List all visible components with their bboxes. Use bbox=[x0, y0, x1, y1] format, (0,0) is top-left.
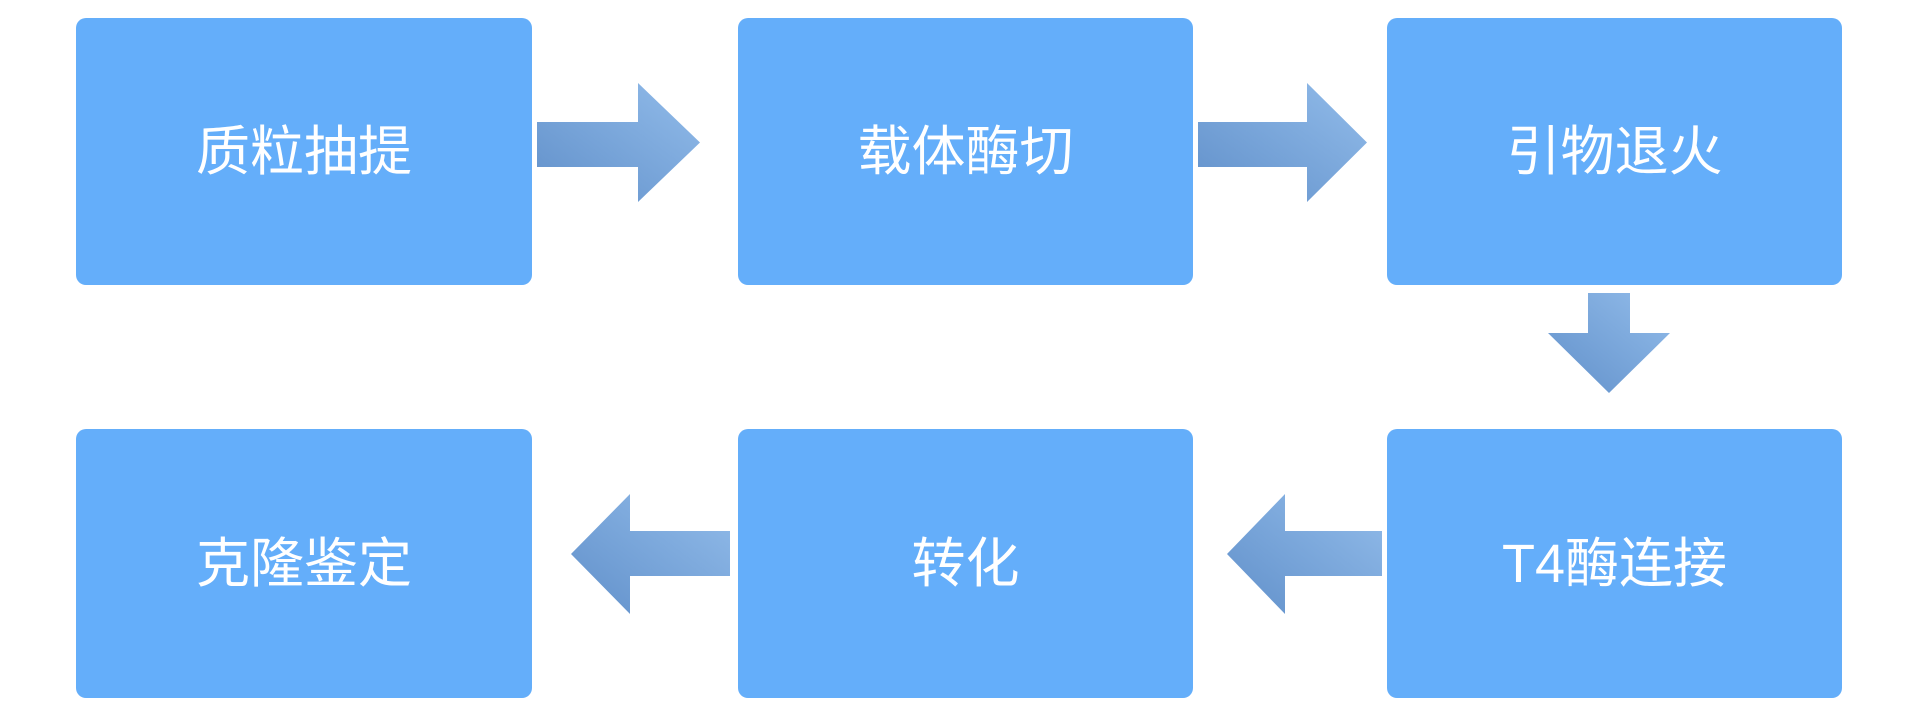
flow-node-plasmid-extraction: 质粒抽提 bbox=[76, 18, 532, 285]
left-arrow-icon-transformation-to-clone bbox=[571, 494, 730, 614]
right-arrow-icon-digestion-to-annealing bbox=[1198, 83, 1367, 202]
right-arrow-icon-plasmid-to-digestion bbox=[537, 83, 700, 202]
down-arrow-icon-annealing-to-ligation bbox=[1548, 293, 1670, 393]
flow-node-t4-ligase-ligation: T4酶连接 bbox=[1387, 429, 1842, 698]
flow-node-clone-identification: 克隆鉴定 bbox=[76, 429, 532, 698]
flow-node-vector-digestion: 载体酶切 bbox=[738, 18, 1193, 285]
node-label-t4-ligase-ligation: T4酶连接 bbox=[1501, 533, 1728, 594]
node-label-vector-digestion: 载体酶切 bbox=[857, 121, 1074, 182]
node-label-clone-identification: 克隆鉴定 bbox=[196, 533, 412, 594]
flow-node-transformation: 转化 bbox=[738, 429, 1193, 698]
node-label-primer-annealing: 引物退火 bbox=[1506, 121, 1723, 182]
flow-node-primer-annealing: 引物退火 bbox=[1387, 18, 1842, 285]
left-arrow-icon-ligation-to-transformation bbox=[1227, 494, 1382, 614]
node-label-transformation: 转化 bbox=[911, 533, 1020, 594]
node-label-plasmid-extraction: 质粒抽提 bbox=[196, 121, 412, 182]
